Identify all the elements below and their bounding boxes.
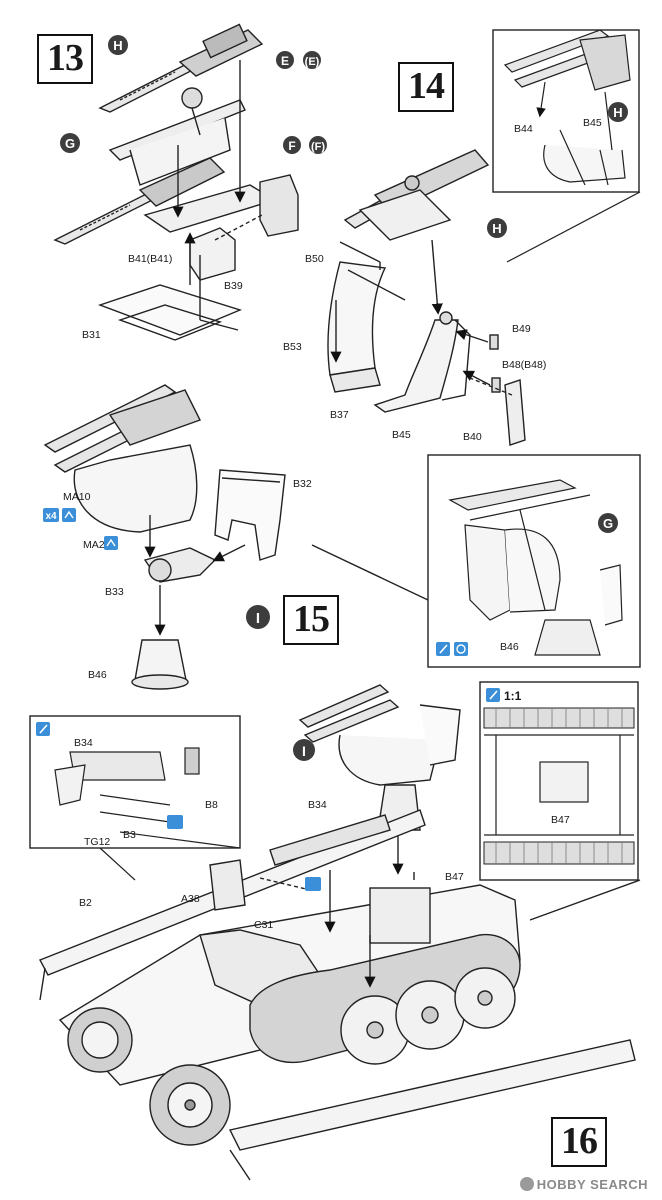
step-number-14: 14 [398,62,454,112]
part-b45: B45 [392,429,411,441]
mg-lower [53,157,277,245]
part-b47: B47 [445,871,464,883]
marker-i-16-label: I [302,743,306,759]
marker-g-inset: G [598,513,618,533]
step-number-16: 16 [551,1117,607,1167]
part-b49: B49 [512,323,531,335]
watermark: HOBBY SEARCH [519,1177,648,1192]
step14-inset [492,29,641,263]
marker-i-15: I [246,605,270,629]
marker-h-inset-label: H [613,105,622,120]
step16-inset-right [479,681,639,881]
part-b53: B53 [283,341,302,353]
part-b2: B2 [79,897,92,909]
marker-e-paren-label: (E) [305,56,320,68]
marker-g-13-label: G [65,136,75,151]
cradle-g [108,87,246,186]
x4-label: x4 [45,511,57,522]
step14-drawing [327,149,526,446]
part-b46-inset: B46 [500,641,519,653]
marker-e: E (E) [276,51,321,69]
marker-h-14-label: H [492,221,501,236]
part-b31: B31 [82,329,101,341]
part-b47-inset: B47 [551,814,570,826]
part-b39: B39 [224,280,243,292]
marker-g-13: G [60,133,80,153]
part-b34-inset: B34 [74,737,93,749]
marker-f: F (F) [283,136,327,154]
part-b34: B34 [308,799,327,811]
marker-f-paren-label: (F) [311,141,325,153]
part-b46: B46 [88,669,107,681]
marker-e-label: E [281,54,289,68]
marker-h-inset: H [608,102,628,122]
marker-h-13: H [108,35,128,55]
part-c31: C31 [254,919,273,931]
part-b50: B50 [305,253,324,265]
part-ma2: MA2 [83,539,105,551]
marker-i-16: I [293,739,315,761]
marker-h-13-label: H [113,38,122,53]
part-a38: A38 [181,893,200,905]
part-b32: B32 [293,478,312,490]
part-b45-inset: B45 [583,117,602,129]
part-b3: B3 [123,829,136,841]
step16-inset-left [29,715,321,891]
marker-i-15-label: I [256,610,260,627]
part-b40: B40 [463,431,482,443]
step13-drawing [53,23,299,341]
step15-inset [427,454,641,668]
inset15-icons [436,642,468,656]
part-b44: B44 [514,123,533,135]
part-tg12: TG12 [84,836,110,848]
part-b33: B33 [105,586,124,598]
part-b8: B8 [205,799,218,811]
hobby-search-logo-icon [519,1177,534,1191]
step15-drawing [43,384,429,690]
marker-g-inset-label: G [603,516,613,531]
watermark-text: HOBBY SEARCH [536,1177,648,1192]
step-number-15: 15 [283,595,339,645]
marker-f-label: F [288,139,295,153]
part-b37: B37 [330,409,349,421]
scale-label: 1:1 [504,689,522,703]
part-b48: B48(B48) [502,359,546,371]
part-ma10: MA10 [63,491,91,503]
step-number-13: 13 [37,34,93,84]
part-b41: B41(B41) [128,253,172,265]
step16-drawing [39,684,641,1181]
step15-icons: x4 [43,508,118,550]
marker-h-14: H [487,218,507,238]
mg-top [98,23,264,113]
